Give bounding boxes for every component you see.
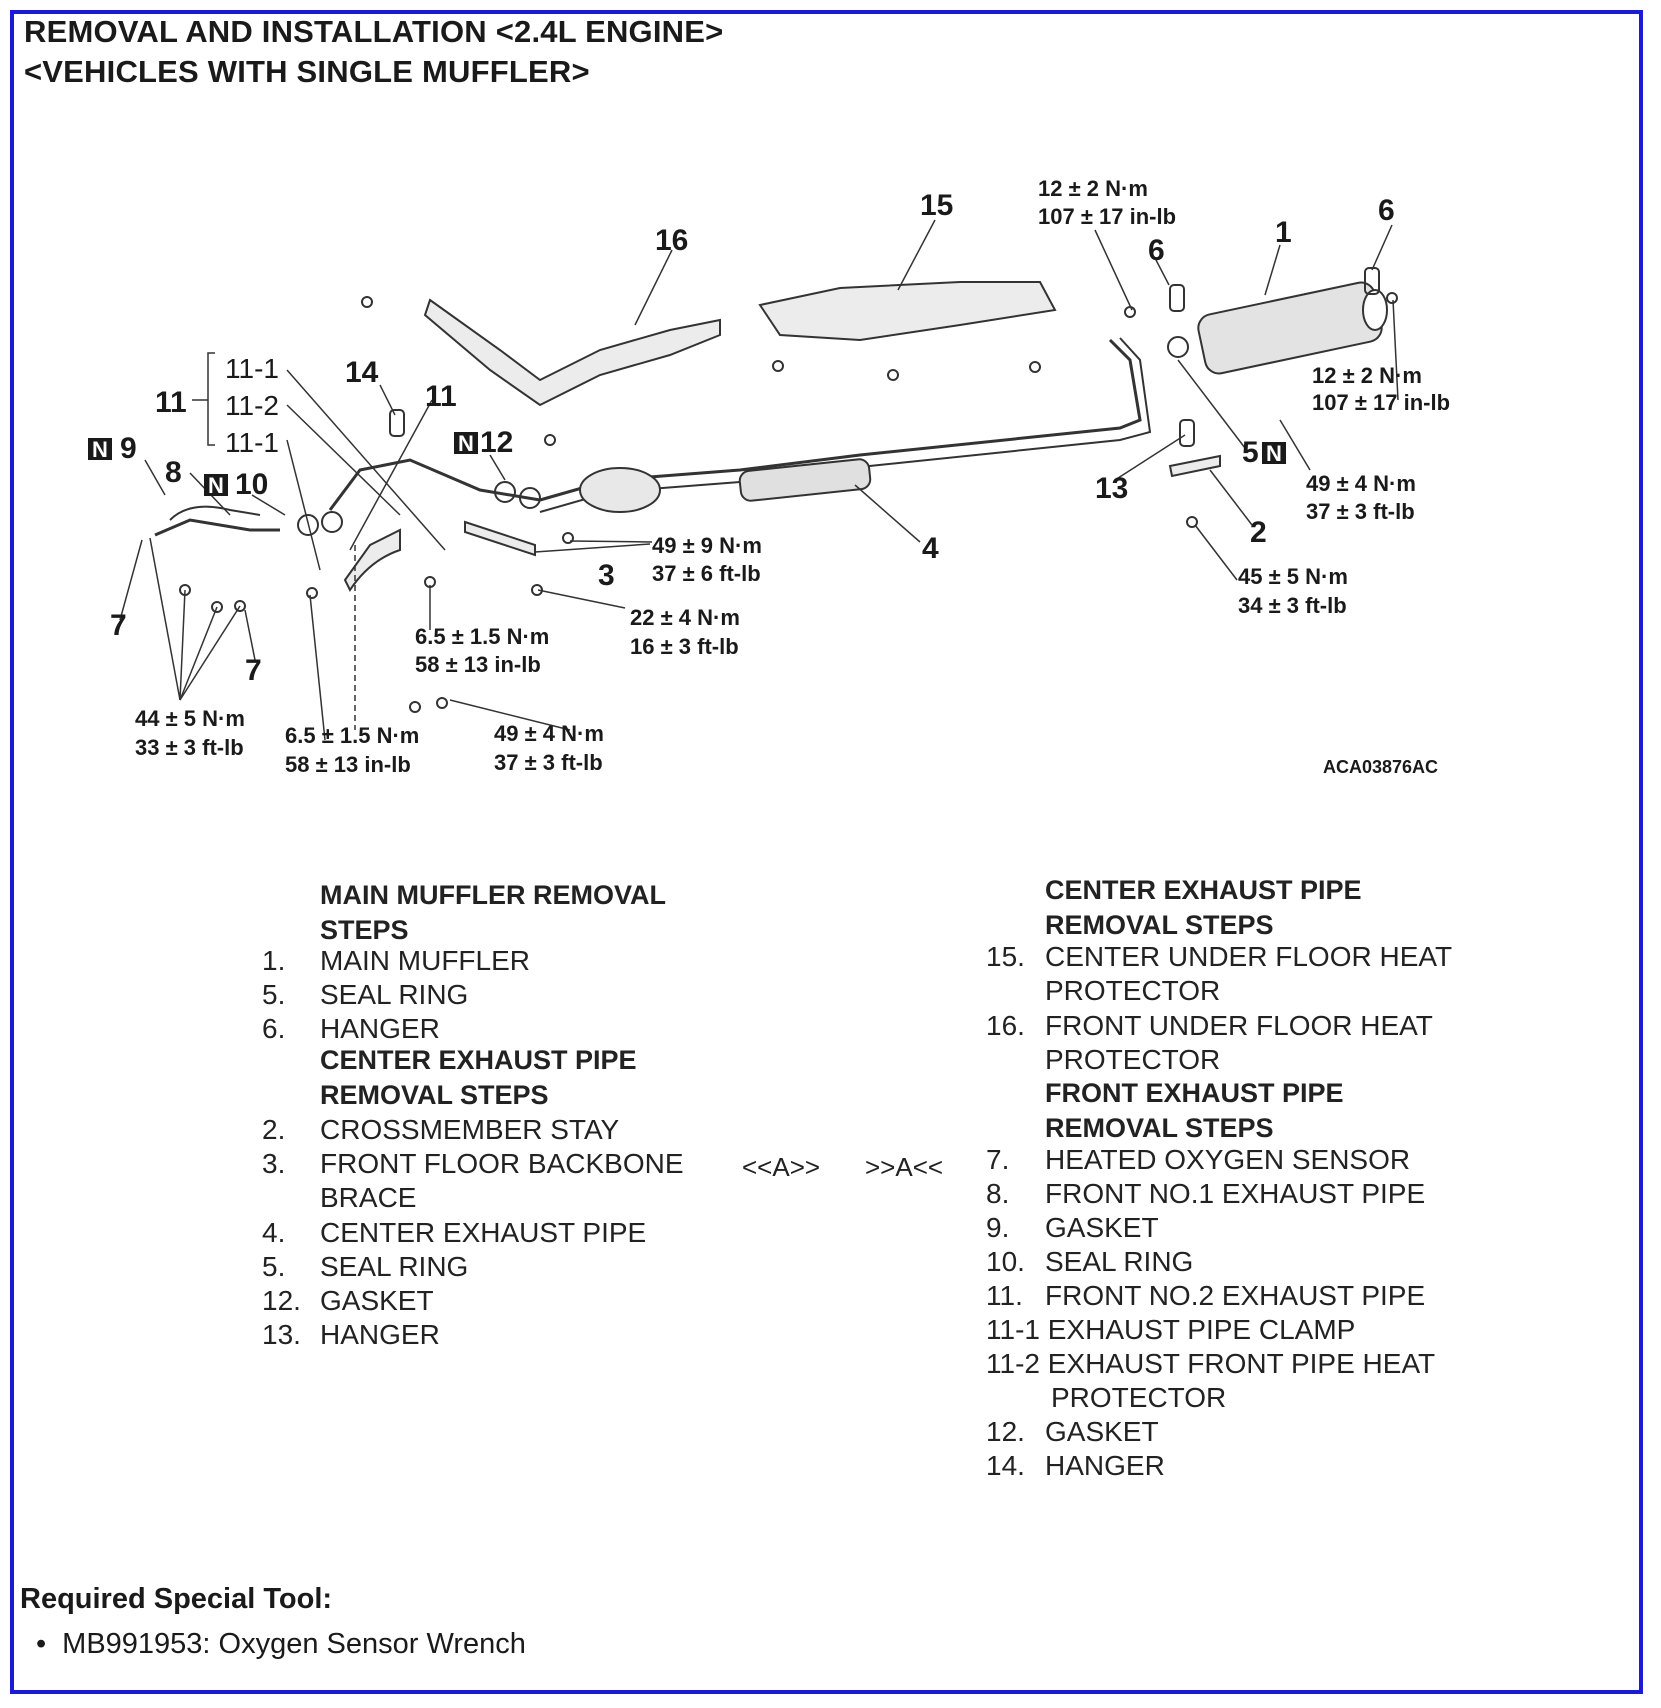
catalytic-converter	[579, 467, 661, 513]
callout-1: 1	[1275, 216, 1292, 249]
new-part-mark: N	[1266, 441, 1282, 466]
list-item: BRACE	[320, 1182, 417, 1213]
new-part-mark: N	[92, 437, 108, 462]
removal-reference-mark: <<A>>	[742, 1152, 821, 1182]
center-exhaust-heading: CENTER EXHAUST PIPE REMOVAL STEPS	[1045, 875, 1362, 940]
center-exhaust-heading: CENTER EXHAUST PIPE REMOVAL STEPS	[320, 1045, 637, 1110]
list-item: 12.GASKET	[986, 1416, 1159, 1447]
list-item: 10.SEAL RING	[986, 1246, 1194, 1277]
list-item: 11-2 EXHAUST FRONT PIPE HEAT	[986, 1348, 1436, 1379]
main-muffler-heading: MAIN MUFFLER REMOVAL STEPS	[320, 880, 666, 945]
callout-7: 7	[110, 609, 127, 642]
list-item: 4.CENTER EXHAUST PIPE	[262, 1217, 647, 1248]
list-item: 5.SEAL RING	[262, 1251, 469, 1282]
callout-2: 2	[1250, 516, 1267, 549]
callout-3: 3	[598, 559, 615, 592]
list-item: 6.HANGER	[262, 1013, 440, 1044]
exhaust-system-exploded-diagram: 16 15 6 1 6 5 13 2 4 3 12 14 11 11 9 8 1…	[88, 176, 1450, 777]
list-item: PROTECTOR	[1045, 1044, 1221, 1075]
list-item: 13.HANGER	[262, 1319, 440, 1350]
list-item: 11-1 EXHAUST PIPE CLAMP	[986, 1314, 1356, 1345]
torque-nm: 12 ± 2 N·m	[1312, 363, 1422, 388]
callout-10: 10	[235, 468, 268, 501]
callout-11: 11	[155, 386, 187, 419]
list-item: 7.HEATED OXYGEN SENSOR	[986, 1144, 1411, 1175]
list-item: 1.MAIN MUFFLER	[262, 945, 530, 976]
torque-imperial: 34 ± 3 ft-lb	[1238, 593, 1347, 618]
callout-6: 6	[1378, 194, 1395, 227]
installation-reference-mark: >>A<<	[865, 1152, 944, 1182]
torque-imperial: 58 ± 13 in-lb	[285, 752, 411, 777]
new-part-mark: N	[208, 473, 224, 498]
center-under-floor-heat-protector	[758, 281, 1057, 342]
list-item: 5.SEAL RING	[262, 979, 469, 1010]
torque-imperial: 37 ± 3 ft-lb	[494, 750, 603, 775]
torque-imperial: 16 ± 3 ft-lb	[630, 634, 739, 659]
callout-6: 6	[1148, 234, 1165, 267]
page-border	[10, 10, 1643, 1694]
list-item: 9.GASKET	[986, 1212, 1159, 1243]
callout-11: 11	[425, 380, 457, 413]
special-tool-item: •MB991953: Oxygen Sensor Wrench	[36, 1628, 526, 1660]
list-item: 11.FRONT NO.2 EXHAUST PIPE	[986, 1280, 1426, 1311]
list-item: 16.FRONT UNDER FLOOR HEAT	[986, 1010, 1433, 1041]
torque-imperial: 37 ± 6 ft-lb	[652, 561, 761, 586]
list-item: 3.FRONT FLOOR BACKBONE	[262, 1148, 684, 1179]
list-item: 8.FRONT NO.1 EXHAUST PIPE	[986, 1178, 1426, 1209]
list-item: PROTECTOR	[1051, 1382, 1227, 1413]
crossmember-stay	[1168, 454, 1221, 478]
callout-5: 5	[1242, 436, 1259, 469]
page-subtitle: <VEHICLES WITH SINGLE MUFFLER>	[24, 54, 590, 89]
torque-imperial: 107 ± 17 in-lb	[1038, 204, 1176, 229]
callout-15: 15	[920, 189, 953, 222]
callout-7: 7	[245, 654, 262, 687]
list-item: 15.CENTER UNDER FLOOR HEAT	[986, 941, 1453, 972]
torque-nm: 49 ± 9 N·m	[652, 533, 762, 558]
torque-nm: 45 ± 5 N·m	[1238, 564, 1348, 589]
new-part-mark: N	[458, 431, 474, 456]
front-exhaust-heading: FRONT EXHAUST PIPE REMOVAL STEPS	[1045, 1078, 1344, 1143]
figure-code: ACA03876AC	[1323, 757, 1438, 777]
special-tool-heading: Required Special Tool:	[20, 1583, 333, 1615]
torque-imperial: 33 ± 3 ft-lb	[135, 735, 244, 760]
torque-nm: 6.5 ± 1.5 N·m	[415, 624, 549, 649]
callout-14: 14	[345, 356, 379, 389]
callout-13: 13	[1095, 472, 1128, 505]
callout-8: 8	[165, 456, 182, 489]
torque-imperial: 37 ± 3 ft-lb	[1306, 499, 1415, 524]
torque-nm: 44 ± 5 N·m	[135, 706, 245, 731]
torque-nm: 6.5 ± 1.5 N·m	[285, 723, 419, 748]
callout-4: 4	[922, 532, 939, 565]
torque-nm: 22 ± 4 N·m	[630, 605, 740, 630]
front-floor-backbone-brace	[464, 520, 536, 557]
callout-12: 12	[480, 426, 513, 459]
list-item: 2.CROSSMEMBER STAY	[262, 1114, 620, 1145]
callout-11-1: 11-1	[225, 427, 279, 458]
torque-imperial: 58 ± 13 in-lb	[415, 652, 541, 677]
resonator	[738, 458, 872, 502]
callout-16: 16	[655, 224, 688, 257]
callout-11-1: 11-1	[225, 353, 279, 384]
torque-nm: 12 ± 2 N·m	[1038, 176, 1148, 201]
front-no2-exhaust-pipe	[328, 458, 541, 511]
list-item: 12.GASKET	[262, 1285, 434, 1316]
page-title: REMOVAL AND INSTALLATION <2.4L ENGINE>	[24, 14, 724, 49]
front-no1-exhaust-pipe	[154, 518, 280, 537]
callout-9: 9	[120, 432, 137, 465]
callout-11-2: 11-2	[225, 390, 279, 421]
torque-nm: 49 ± 4 N·m	[1306, 471, 1416, 496]
list-item: 14.HANGER	[986, 1450, 1165, 1481]
front-under-floor-heat-protector	[423, 298, 721, 407]
main-muffler	[1197, 281, 1383, 375]
bullet-icon: •	[36, 1628, 47, 1660]
torque-imperial: 107 ± 17 in-lb	[1312, 390, 1450, 415]
torque-nm: 49 ± 4 N·m	[494, 721, 604, 746]
list-item: PROTECTOR	[1045, 975, 1221, 1006]
